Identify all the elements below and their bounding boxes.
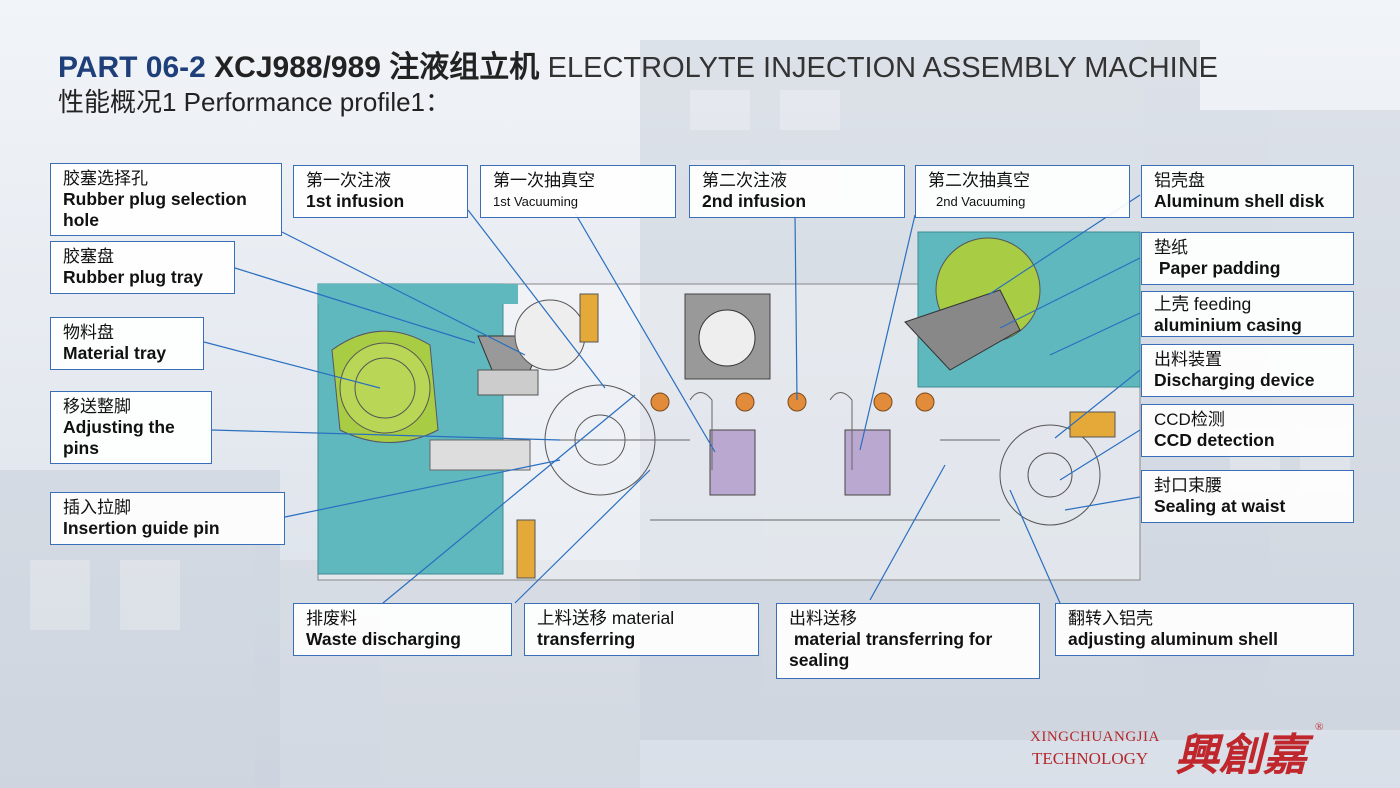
callout-discharging-device: 出料装置 Discharging device — [1141, 344, 1354, 397]
callout-en: Rubber plug tray — [63, 267, 204, 287]
callout-first-vacuuming: 第一次抽真空 1st Vacuuming — [480, 165, 676, 218]
callout-waste-discharging: 排废料 Waste discharging — [293, 603, 512, 656]
machine-english-name: ELECTROLYTE INJECTION ASSEMBLY MACHINE — [547, 52, 1219, 84]
logo-line2: TECHNOLOGY — [1032, 749, 1149, 768]
part-number: PART 06-2 — [58, 51, 206, 84]
callout-sealing-at-waist: 封口束腰 Sealing at waist — [1141, 470, 1354, 523]
callout-en: transferring — [537, 629, 636, 649]
callout-en: CCD detection — [1154, 430, 1275, 450]
callout-aluminum-shell-disk: 铝壳盘 Aluminum shell disk — [1141, 165, 1354, 218]
page-title: PART 06-2 XCJ988/989 注液组立机 ELECTROLYTE I… — [58, 42, 1218, 86]
callout-rubber-plug-selection-hole: 胶塞选择孔 Rubber plug selection hole — [50, 163, 282, 236]
model-name: XCJ988/989 注液组立机 — [214, 51, 540, 84]
callout-en: Sealing at waist — [1154, 496, 1286, 516]
callout-first-infusion: 第一次注液 1st infusion — [293, 165, 468, 218]
callout-material-transferring: 上料送移 material transferring — [524, 603, 759, 656]
callout-second-vacuuming: 第二次抽真空 2nd Vacuuming — [915, 165, 1130, 218]
callout-adjusting-aluminum-shell: 翻转入铝壳 adjusting aluminum shell — [1055, 603, 1354, 656]
callout-en: Discharging device — [1154, 370, 1315, 390]
callout-en: Material tray — [63, 343, 167, 363]
callout-zh: 上壳 feeding — [1154, 294, 1252, 314]
logo-line1: XINGCHUANGJIA — [1030, 729, 1160, 745]
callout-en: 2nd infusion — [702, 191, 807, 211]
callout-en: Waste discharging — [306, 629, 461, 649]
registered-mark: ® — [1315, 721, 1324, 733]
callout-zh: 移送整脚 — [63, 397, 131, 416]
callout-zh: 物料盘 — [63, 323, 114, 342]
callout-zh: 排废料 — [306, 609, 357, 628]
callout-en: Rubber plug selection hole — [63, 189, 247, 230]
callout-rubber-plug-tray: 胶塞盘 Rubber plug tray — [50, 241, 235, 294]
callout-en: material transferring for sealing — [789, 629, 998, 670]
callout-zh: 胶塞选择孔 — [63, 169, 148, 188]
callout-ccd-detection: CCD检测 CCD detection — [1141, 404, 1354, 457]
callout-zh: 插入拉脚 — [63, 498, 131, 517]
callout-zh: 第一次注液 — [306, 171, 391, 190]
logo-chinese: 興創嘉 — [1175, 730, 1307, 781]
callout-zh: 封口束腰 — [1154, 476, 1222, 495]
callout-en: Aluminum shell disk — [1154, 191, 1325, 211]
callout-en: aluminium casing — [1154, 315, 1302, 335]
callout-en: 1st infusion — [306, 191, 405, 211]
machine-drawing — [317, 231, 1141, 581]
callout-en: Insertion guide pin — [63, 518, 220, 538]
callout-en: 2nd Vacuuming — [936, 194, 1026, 209]
subtitle: 性能概况1 Performance profile1： — [58, 87, 452, 117]
callout-adjusting-pins: 移送整脚 Adjusting the pins — [50, 391, 212, 464]
callout-zh: 上料送移 material — [537, 608, 675, 628]
callout-zh: CCD检测 — [1154, 410, 1225, 429]
callout-paper-padding: 垫纸 Paper padding — [1141, 232, 1354, 285]
callout-zh: 铝壳盘 — [1154, 171, 1205, 190]
callout-en: Adjusting the pins — [63, 417, 175, 458]
callout-second-infusion: 第二次注液 2nd infusion — [689, 165, 905, 218]
callout-insertion-guide-pin: 插入拉脚 Insertion guide pin — [50, 492, 285, 545]
callout-en: Paper padding — [1154, 258, 1281, 278]
callout-zh: 第一次抽真空 — [493, 171, 595, 190]
callout-zh: 第二次注液 — [702, 171, 787, 190]
callout-zh: 翻转入铝壳 — [1068, 609, 1153, 628]
callout-en: adjusting aluminum shell — [1068, 629, 1279, 649]
callout-zh: 垫纸 — [1154, 238, 1188, 257]
callout-zh: 出料装置 — [1154, 350, 1222, 369]
callout-zh: 出料送移 — [789, 609, 857, 628]
callout-zh: 第二次抽真空 — [928, 171, 1030, 190]
callout-casing-feeding: 上壳 feeding aluminium casing — [1141, 291, 1354, 337]
callout-zh: 胶塞盘 — [63, 247, 114, 266]
callout-en: 1st Vacuuming — [493, 194, 579, 209]
callout-transfer-for-sealing: 出料送移 material transferring for sealing — [776, 603, 1040, 679]
callout-material-tray: 物料盘 Material tray — [50, 317, 204, 370]
